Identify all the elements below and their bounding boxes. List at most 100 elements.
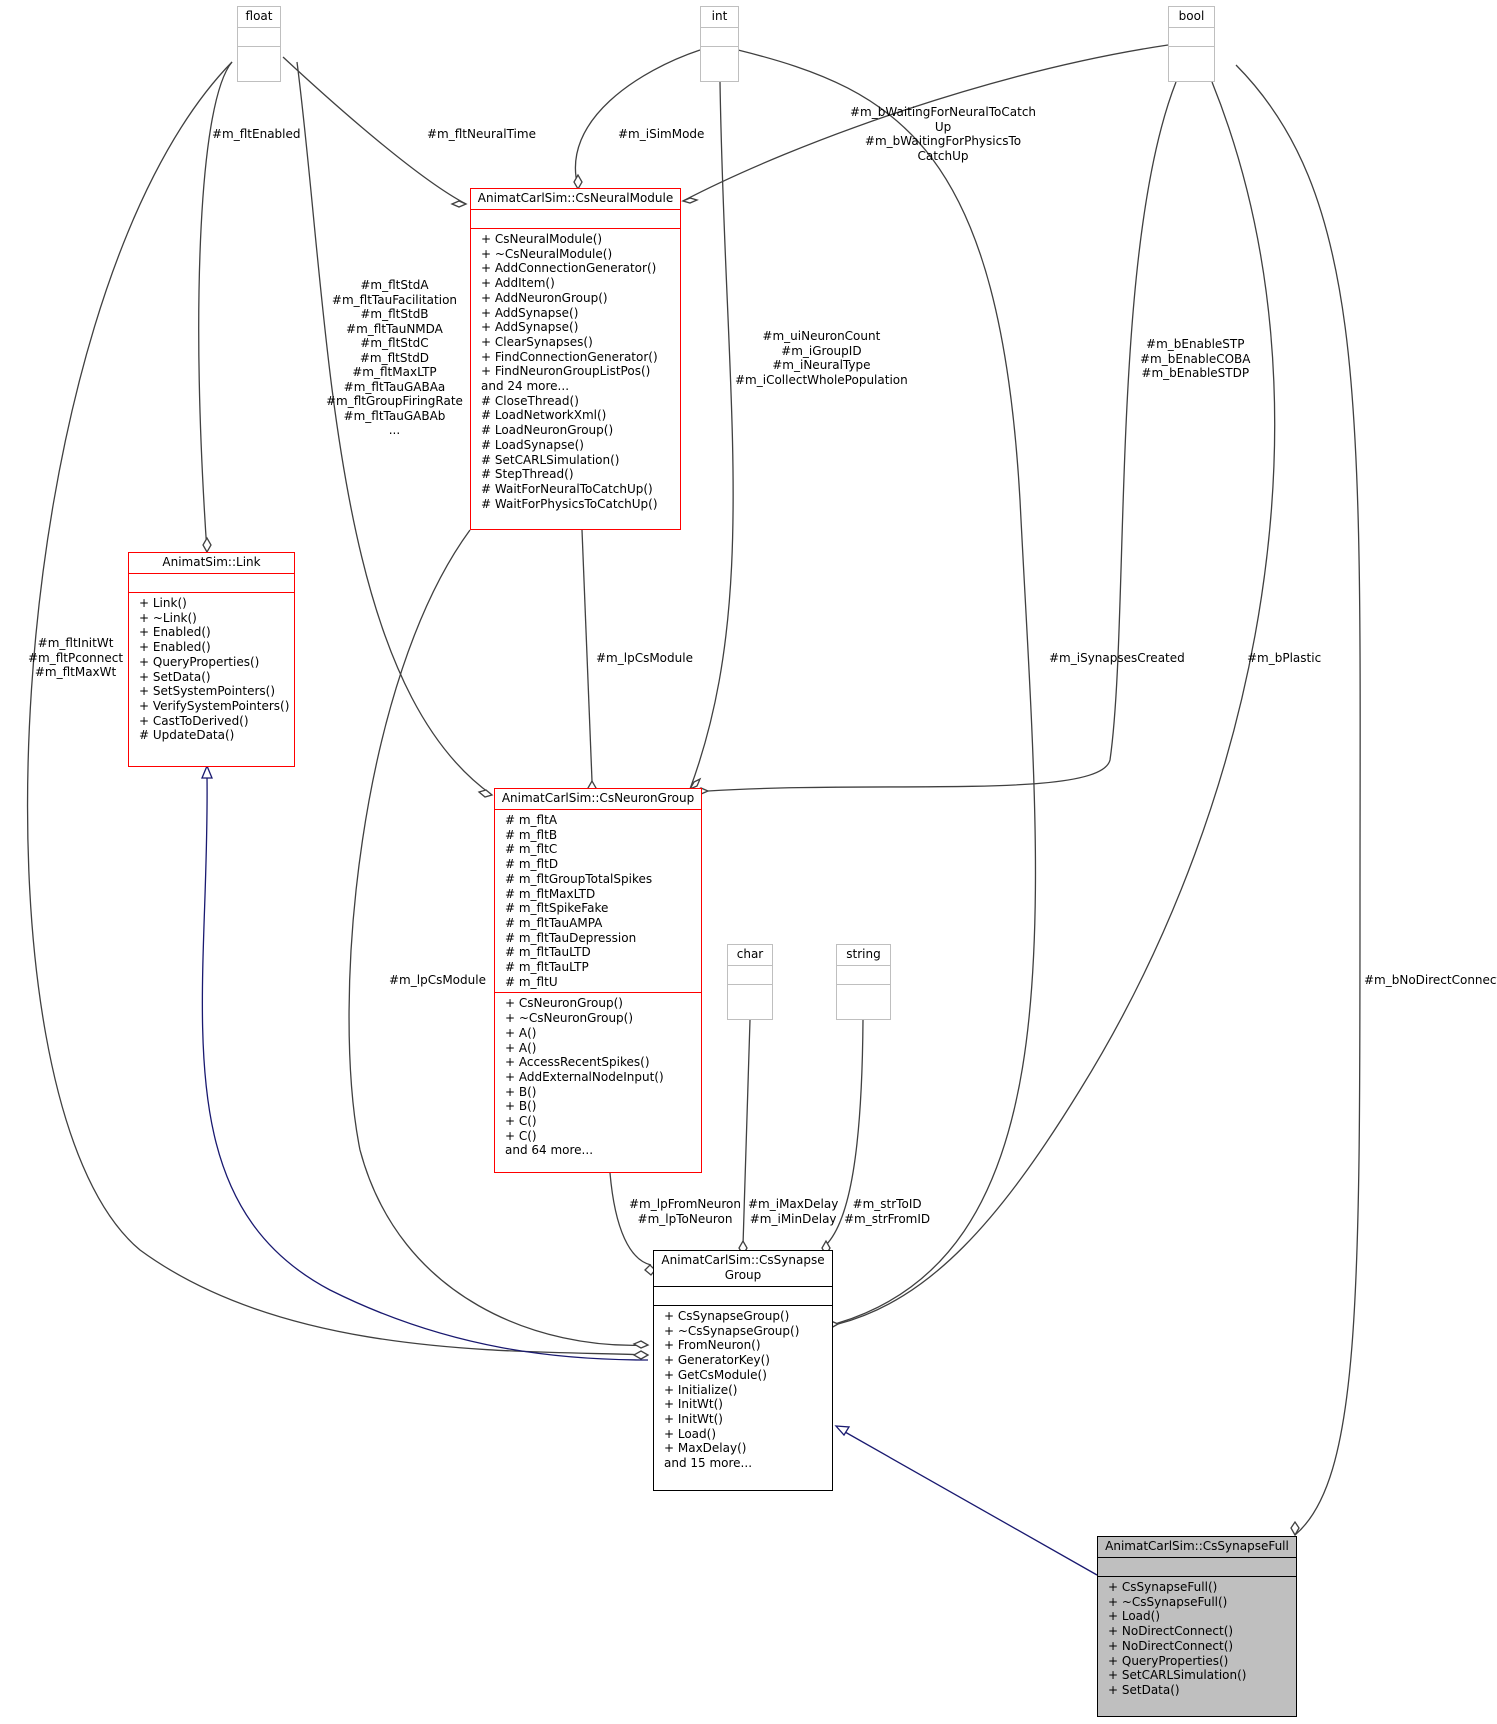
method: + SetData() [1108,1682,1180,1697]
edge-neuralmodule-neurongroup [581,529,593,782]
class-animatsim-link[interactable]: AnimatSim::Link + Link() + ~Link() + Ena… [128,552,295,767]
method: + NoDirectConnect() [1108,1638,1234,1653]
edge-string-synapsegroup [825,1019,864,1246]
method: + B() [505,1099,537,1114]
class-cs-synapse-full[interactable]: AnimatCarlSim::CsSynapseFull + CsSynapse… [1097,1536,1297,1717]
method: and 15 more... [664,1456,753,1471]
method: # LoadSynapse() [481,437,584,452]
class-float-title: float [245,9,273,23]
edge-label-lp-from-neuron: #m_lpFromNeuron #m_lpToNeuron [629,1197,742,1226]
method: # UpdateData() [139,728,235,743]
edge-label-flt-enabled: #m_fltEnabled [212,127,301,141]
method: + Link() [139,596,187,610]
synapse-full-methods: + CsSynapseFull() + ~CsSynapseFull() + L… [1098,1576,1296,1701]
edge-label-i-synapses-created: #m_iSynapsesCreated [1049,651,1185,665]
method: # WaitForPhysicsToCatchUp() [481,496,658,511]
attribute: # m_fltGroupTotalSpikes [505,871,653,886]
method: # WaitForNeuralToCatchUp() [481,481,653,496]
method: + ~Link() [139,610,197,625]
method: + GeneratorKey() [664,1353,770,1368]
method: + FindNeuronGroupListPos() [481,364,651,379]
method: + InitWt() [664,1397,723,1412]
class-bool-title: bool [1178,9,1205,23]
class-char-title: char [736,947,764,961]
method: + A() [505,1025,537,1040]
link-methods: + Link() + ~Link() + Enabled() + Enabled… [129,592,294,746]
method: + Initialize() [664,1382,738,1397]
edge-bool-synapsegroup [837,81,1276,1325]
edge-float-synapsegroup [26,61,649,1356]
class-char[interactable]: char [727,944,773,1020]
method: # LoadNetworkXml() [481,408,607,423]
method: + Enabled() [139,640,211,655]
attribute: # m_fltTauLTD [505,945,591,960]
method: and 24 more... [481,379,570,394]
edge-float-link [198,61,233,553]
method: + CsSynapseFull() [1108,1580,1218,1594]
edge-float-neuralmodule [282,56,467,205]
edge-neuralmodule-synapsegroup [348,529,649,1346]
attribute: # m_fltB [505,827,558,842]
edge-label-init-wt: #m_fltInitWt #m_fltPconnect #m_fltMaxWt [28,636,124,679]
attribute: # m_fltD [505,857,559,872]
edge-neurongroup-synapsegroup [609,1172,652,1266]
class-cs-synapse-full-title: AnimatCarlSim::CsSynapseFull [1105,1539,1289,1553]
edge-bool-neuralmodule [682,44,1169,202]
edge-label-flt-neural-time: #m_fltNeuralTime [427,127,536,141]
method: + CastToDerived() [139,713,249,728]
attribute: # m_fltA [505,813,558,827]
edge-label-waiting: #m_bWaitingForNeuralToCatch Up #m_bWaiti… [850,105,1037,163]
method: + MaxDelay() [664,1441,747,1456]
edge-float-neurongroup [296,61,493,796]
attribute: # m_fltTauAMPA [505,915,603,930]
edge-label-b-plastic: #m_bPlastic [1247,651,1322,665]
class-cs-neural-module-title: AnimatCarlSim::CsNeuralModule [477,191,674,205]
edge-label-flt-std: #m_fltStdA #m_fltTauFacilitation #m_fltS… [326,278,463,437]
attribute: # m_fltMaxLTD [505,886,596,901]
edge-label-i-sim-mode: #m_iSimMode [618,127,705,141]
method: + InitWt() [664,1411,723,1426]
method: + QueryProperties() [1108,1653,1229,1668]
method: # LoadNeuronGroup() [481,423,614,438]
class-float[interactable]: float [237,6,281,82]
method: + AddItem() [481,276,555,291]
attribute: # m_fltTauDepression [505,930,637,945]
attribute: # m_fltU [505,974,558,989]
class-string[interactable]: string [836,944,891,1020]
method: + ~CsSynapseGroup() [664,1323,800,1338]
class-cs-neural-module[interactable]: AnimatCarlSim::CsNeuralModule + CsNeural… [470,188,681,530]
attribute: # m_fltTauLTP [505,960,589,975]
method: + SetSystemPointers() [139,684,276,699]
method: + FromNeuron() [664,1338,761,1353]
method: + AccessRecentSpikes() [505,1055,650,1070]
method: # CloseThread() [481,393,579,408]
method: + ClearSynapses() [481,334,593,349]
method: and 64 more... [505,1143,594,1158]
method: # StepThread() [481,467,574,482]
method: + C() [505,1114,537,1129]
edge-label-i-max-delay: #m_iMaxDelay #m_iMinDelay [748,1197,839,1226]
attribute: # m_fltC [505,842,558,857]
method: + NoDirectConnect() [1108,1624,1234,1639]
method: + Enabled() [139,625,211,640]
class-int[interactable]: int [700,6,739,82]
method: + Load() [1108,1609,1161,1624]
class-cs-neuron-group[interactable]: AnimatCarlSim::CsNeuronGroup # m_fltA # … [494,788,702,1173]
class-int-title: int [711,9,728,23]
method: + AddSynapse() [481,305,579,320]
class-cs-neuron-group-title: AnimatCarlSim::CsNeuronGroup [501,791,695,805]
edge-bool-neurongroup [707,81,1177,792]
method: + AddConnectionGenerator() [481,261,657,276]
method: + ~CsSynapseFull() [1108,1594,1228,1609]
method: + FindConnectionGenerator() [481,349,658,364]
edge-label-enable-stp: #m_bEnableSTP #m_bEnableCOBA #m_bEnableS… [1140,337,1251,380]
method: + CsNeuronGroup() [505,996,623,1011]
edge-label-b-no-direct-connect: #m_bNoDirectConnect [1364,973,1497,987]
method: + C() [505,1128,537,1143]
edge-label-lp-cs-module-2: #m_lpCsModule [389,973,486,987]
method: + CsNeuralModule() [481,232,603,246]
edge-label-str-to-id: #m_strToID #m_strFromID [844,1197,931,1226]
class-cs-synapse-group[interactable]: AnimatCarlSim::CsSynapse Group + CsSynap… [653,1250,833,1491]
class-bool[interactable]: bool [1168,6,1215,82]
